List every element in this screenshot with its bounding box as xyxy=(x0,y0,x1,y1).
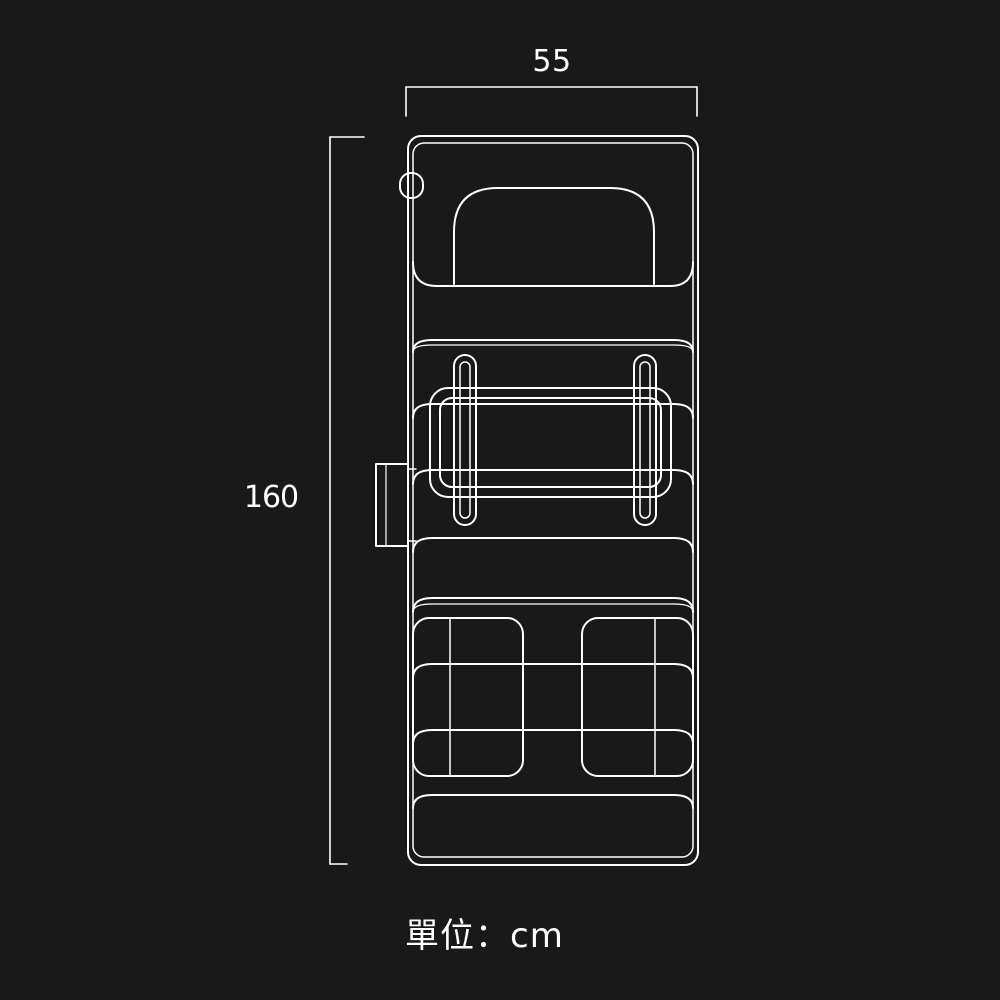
upper-band-lines xyxy=(412,339,694,613)
hanging-loop xyxy=(399,172,424,199)
height-dimension-label: 160 xyxy=(243,480,299,515)
side-controller-box xyxy=(375,463,417,547)
massage-roller-frame xyxy=(429,387,672,498)
height-dimension-line xyxy=(329,136,365,865)
width-dimension-line xyxy=(405,86,698,117)
width-dimension-label: 55 xyxy=(532,44,572,79)
leg-pads xyxy=(412,617,694,777)
roller-slots xyxy=(453,354,657,526)
head-pillow-section xyxy=(412,187,694,287)
lower-band-lines xyxy=(412,663,694,809)
unit-label: 單位：cm xyxy=(405,916,564,956)
